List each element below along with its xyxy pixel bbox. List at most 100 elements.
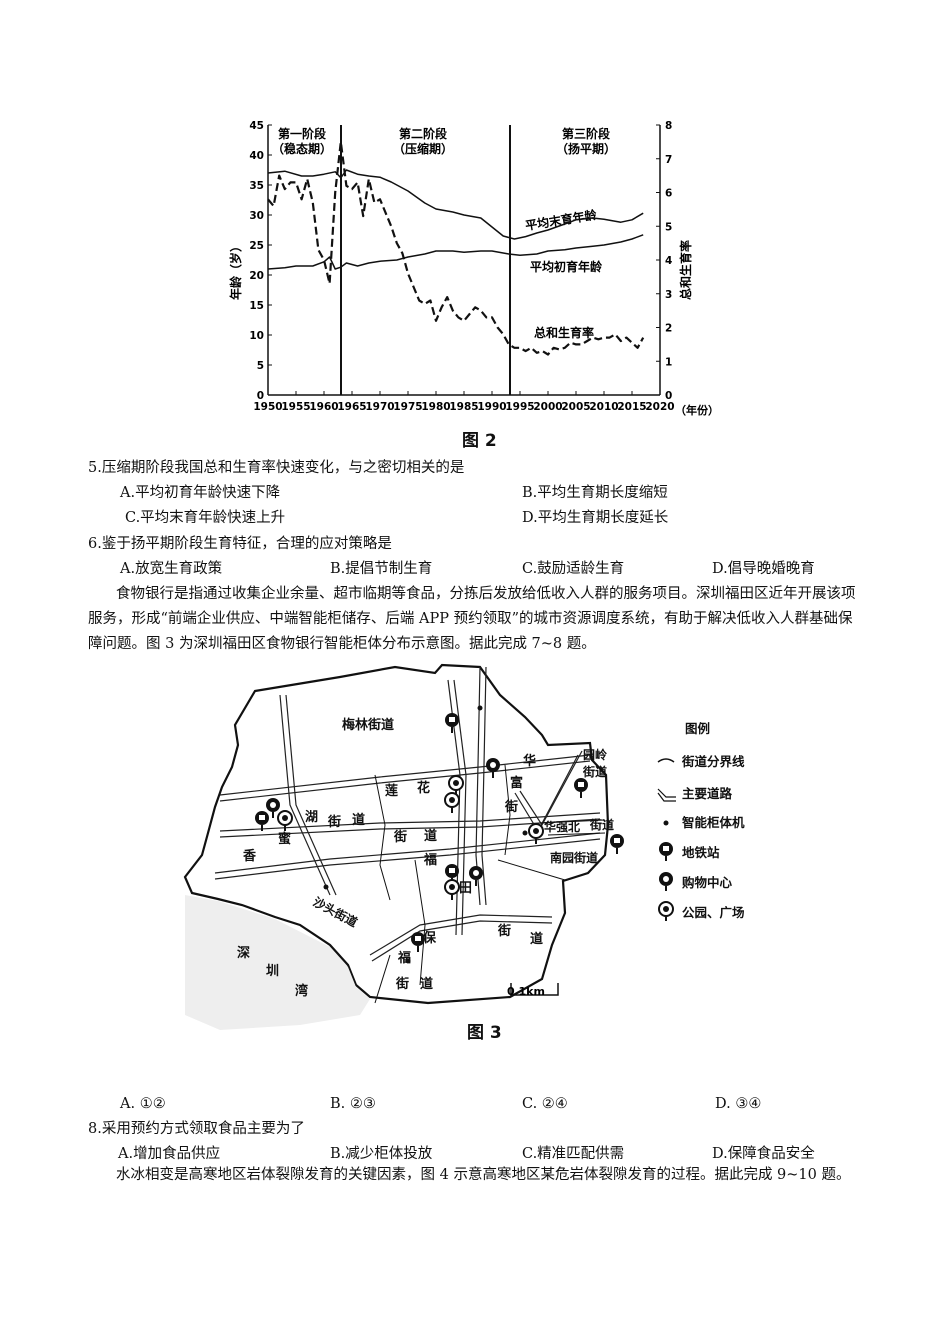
q5-option-c[interactable]: C.平均末育年龄快速上升 — [125, 510, 286, 526]
label-dao-5: 道 — [420, 976, 433, 992]
q7-option-a[interactable]: A. ①② — [120, 1096, 166, 1112]
q8-option-d[interactable]: D.保障食品安全 — [712, 1146, 815, 1162]
label-huaqiangbei: 华强北 — [544, 819, 580, 834]
x-tick-label: 1955 — [281, 401, 310, 413]
legend-road-icon — [657, 788, 676, 802]
map-legend: 图例 街道分界线 主要道路 智能柜体机 地铁站 购物中心 公园、广场 — [657, 721, 745, 921]
x-tick-label: 1970 — [365, 401, 394, 413]
label-dao-2: 道 — [352, 812, 365, 828]
y-left-tick-label: 40 — [249, 150, 264, 162]
park-icon — [277, 810, 293, 831]
x-axis-unit: （年份） — [675, 403, 719, 417]
legend-metro: 地铁站 — [682, 845, 720, 860]
label-jie-1: 街 — [504, 799, 518, 815]
series-tfr-line — [267, 140, 645, 356]
legend-cabinet: 智能柜体机 — [681, 815, 745, 830]
shopping-center-icon — [486, 758, 500, 778]
q6-option-b[interactable]: B.提倡节制生育 — [330, 561, 433, 577]
label-jie-2: 街 — [327, 814, 341, 830]
x-tick-label: 1975 — [393, 401, 422, 413]
label-xiang: 香 — [242, 848, 257, 864]
label-meilin: 梅林街道 — [342, 717, 394, 733]
label-dao-4: 道 — [530, 931, 543, 947]
series-label-last-birth: 平均末育年龄 — [524, 207, 598, 233]
label-jiedao-2: 街道 — [589, 817, 614, 832]
label-shen: 深 — [237, 945, 250, 961]
left-axis-label: 年龄（岁） — [228, 240, 243, 300]
label-fu: 富 — [510, 775, 523, 791]
q6-option-a[interactable]: A.放宽生育政策 — [120, 561, 223, 577]
label-hua: 华 — [523, 753, 536, 769]
x-tick-label: 1960 — [309, 401, 338, 413]
x-tick-label: 2020 — [645, 401, 674, 413]
shenzhen-bay-shoreline — [185, 895, 370, 1030]
q8-option-a[interactable]: A.增加食品供应 — [118, 1146, 221, 1162]
y-right-tick-label: 3 — [665, 289, 672, 301]
y-right-tick-label: 7 — [665, 154, 672, 166]
q6-stem: 6.鉴于扬平期阶段生育特征，合理的应对策略是 — [88, 536, 392, 552]
y-left-tick-label: 15 — [249, 300, 264, 312]
series-label-tfr: 总和生育率 — [534, 325, 594, 340]
q5-option-b[interactable]: B.平均生育期长度缩短 — [522, 485, 668, 501]
label-hua2: 花 — [417, 780, 430, 796]
label-fu2: 福 — [423, 852, 437, 868]
series-last-birth-age-line — [267, 169, 644, 240]
q8-stem: 8.采用预约方式领取食品主要为了 — [88, 1121, 305, 1137]
legend-boundary-icon — [657, 758, 675, 763]
park-icon — [448, 775, 464, 796]
legend-shopping-icon — [659, 872, 673, 891]
stage-1-sub: （稳态期） — [272, 141, 332, 156]
stage-1-name: 第一阶段 — [278, 126, 327, 141]
x-tick-label: 1965 — [337, 401, 366, 413]
y-left-tick-label: 30 — [249, 210, 264, 222]
y-left-tick-label: 45 — [249, 120, 264, 132]
metro-station-icon — [610, 834, 624, 854]
y-right-tick-label: 0 — [665, 390, 672, 402]
y-left-tick-label: 5 — [257, 360, 264, 372]
q6-option-c[interactable]: C.鼓励适龄生育 — [522, 561, 625, 577]
figure2-caption: 图 2 — [462, 431, 497, 451]
park-icon — [528, 823, 544, 844]
y-right-tick-label: 8 — [665, 120, 672, 132]
series-label-first-birth: 平均初育年龄 — [530, 259, 603, 274]
passage-rock-fissure: 水冰相变是高寒地区岩体裂隙发育的关键因素，图 4 示意高寒地区某危岩体裂隙发育的… — [116, 1167, 851, 1183]
q5-stem: 5.压缩期阶段我国总和生育率快速变化，与之密切相关的是 — [88, 460, 465, 476]
x-tick-label: 2010 — [589, 401, 618, 413]
label-fu3: 福 — [397, 950, 411, 966]
q6-option-d[interactable]: D.倡导晚婚晚育 — [712, 561, 815, 577]
smart-cabinet-markers — [323, 705, 528, 964]
stage-3-name: 第三阶段 — [562, 126, 611, 141]
legend-park: 公园、广场 — [682, 905, 745, 920]
legend-boundary: 街道分界线 — [681, 754, 745, 769]
passage-food-bank: 食物银行是指通过收集企业余量、超市临期等食品，分拣后发放给低收入人群的服务项目。… — [88, 586, 856, 652]
stage-2-name: 第二阶段 — [399, 126, 448, 141]
q7-option-c[interactable]: C. ②④ — [522, 1096, 568, 1112]
label-hu: 湖 — [305, 810, 318, 825]
scale-bar: 0 1km — [507, 983, 559, 998]
legend-shopping: 购物中心 — [682, 875, 733, 890]
metro-station-icon — [255, 811, 269, 831]
y-left-tick-label: 0 — [257, 390, 264, 402]
y-left-tick-label: 20 — [249, 270, 264, 282]
q7-option-d[interactable]: D. ③④ — [715, 1096, 762, 1112]
shopping-center-icon — [469, 866, 483, 886]
q5-option-a[interactable]: A.平均初育年龄快速下降 — [120, 485, 281, 501]
y-left-tick-label: 10 — [249, 330, 264, 342]
q8-option-c[interactable]: C.精准匹配供需 — [522, 1146, 625, 1162]
y-right-tick-label: 5 — [665, 221, 672, 233]
poi-symbols — [255, 713, 624, 952]
q7-option-b[interactable]: B. ②③ — [330, 1096, 376, 1112]
legend-road: 主要道路 — [682, 786, 733, 801]
q5-option-d[interactable]: D.平均生育期长度延长 — [522, 510, 669, 526]
legend-title: 图例 — [685, 721, 710, 736]
smart-cabinet-dot — [477, 705, 483, 711]
label-nanyuan: 南园街道 — [550, 850, 598, 865]
label-jiedao-1: 街道 — [582, 764, 607, 779]
stage-3-sub: （扬平期） — [556, 141, 616, 156]
label-jie-3: 街 — [393, 829, 407, 845]
x-tick-label: 1995 — [505, 401, 534, 413]
y-left-tick-label: 25 — [249, 240, 264, 252]
q8-option-b[interactable]: B.减少柜体投放 — [330, 1146, 433, 1162]
label-dao-3: 道 — [424, 828, 437, 844]
label-shatou: 沙头街道 — [311, 894, 360, 930]
